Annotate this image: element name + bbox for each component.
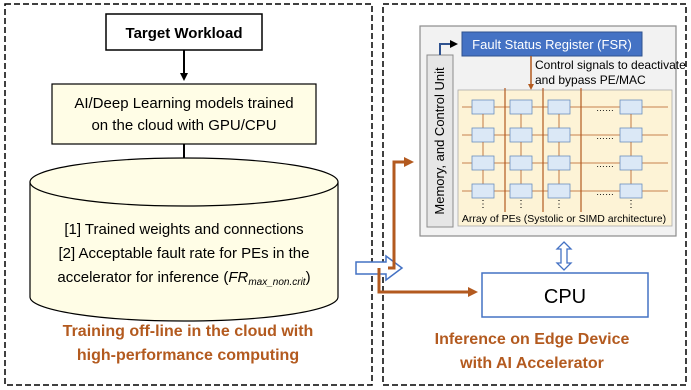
fsr-label: Fault Status Register (FSR) <box>472 37 632 52</box>
pe-ellipsis: …… <box>596 103 614 113</box>
pe-cell <box>547 127 571 143</box>
pe-cell <box>471 127 495 143</box>
pe-cell <box>509 183 533 199</box>
left-caption-line-2: high-performance computing <box>77 347 299 364</box>
memory-to-fsr-arrow <box>439 40 458 55</box>
pe-cell <box>471 155 495 171</box>
target-workload-label: Target Workload <box>126 25 243 42</box>
pe-grid: …… …… …… …… ⋮ ⋮ ⋮ ⋮ <box>462 88 668 212</box>
pe-cell <box>471 99 495 115</box>
pe-vdots: ⋮ <box>516 199 526 210</box>
bypass-path <box>377 157 478 297</box>
pe-array-label: Array of PEs (Systolic or SIMD architect… <box>462 213 666 225</box>
left-caption-line-1: Training off-line in the cloud with <box>63 323 314 340</box>
memory-control-unit-bar <box>426 54 454 228</box>
pe-cell <box>619 183 643 199</box>
pe-cell <box>509 155 533 171</box>
cpu-box <box>481 272 649 318</box>
trained-model-storage-cylinder <box>29 157 339 322</box>
pe-cell <box>547 155 571 171</box>
pe-cell <box>619 127 643 143</box>
pe-vdots: ⋮ <box>478 199 488 210</box>
pe-vdots: ⋮ <box>626 199 636 210</box>
pe-ellipsis: …… <box>596 159 614 169</box>
pe-vdots: ⋮ <box>554 199 564 210</box>
pe-ellipsis: …… <box>596 187 614 197</box>
models-trained-box <box>51 83 317 145</box>
storage-line-2: [2] Acceptable fault rate for PEs in the <box>59 245 310 262</box>
control-signals-line-2: and bypass PE/MAC <box>535 73 646 87</box>
cpu-label: CPU <box>544 286 586 308</box>
pe-cell <box>547 99 571 115</box>
storage-line-3: accelerator for inference (FRmax_non.cri… <box>57 269 310 288</box>
pe-cell <box>547 183 571 199</box>
right-caption-line-1: Inference on Edge Device <box>435 331 630 348</box>
storage-line-1: [1] Trained weights and connections <box>64 221 303 238</box>
fsr-box <box>461 31 643 57</box>
cloud-training-panel <box>4 3 373 386</box>
pe-ellipsis: …… <box>596 131 614 141</box>
control-signals-line-1: Control signals to deactivate <box>535 58 686 72</box>
pe-cell <box>509 127 533 143</box>
models-line-2: on the cloud with GPU/CPU <box>91 117 276 134</box>
memory-control-unit-label: Memory, and Control Unit <box>432 67 447 215</box>
pe-cell <box>619 155 643 171</box>
right-caption-line-2: with AI Accelerator <box>459 355 604 372</box>
accelerator-cpu-link <box>555 241 573 271</box>
pe-cell <box>509 99 533 115</box>
pe-cell <box>619 99 643 115</box>
pe-cell <box>471 183 495 199</box>
models-line-1: AI/Deep Learning models trained <box>74 95 293 112</box>
